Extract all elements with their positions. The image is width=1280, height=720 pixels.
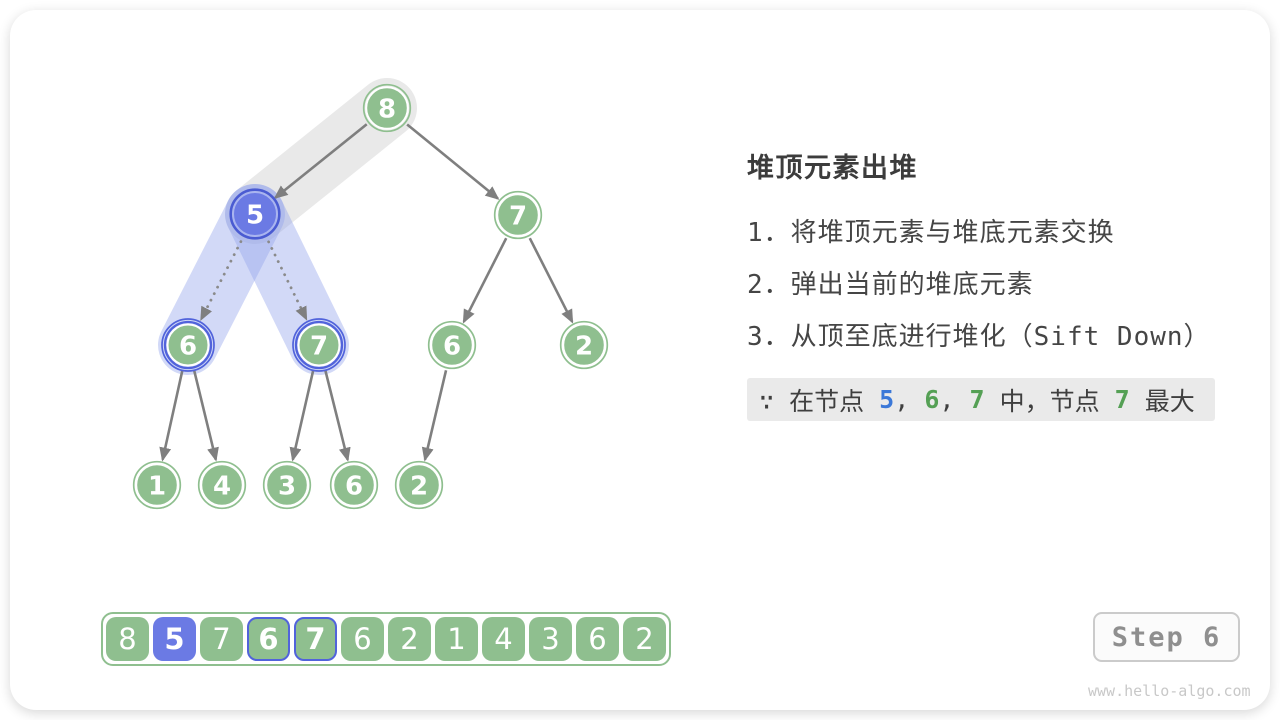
tree-node-9: 3 bbox=[262, 460, 312, 510]
array-cell-6: 2 bbox=[388, 617, 431, 661]
tree-edge bbox=[528, 237, 574, 324]
array-cell-2: 7 bbox=[200, 617, 243, 661]
array-cell-1: 5 bbox=[153, 617, 196, 661]
tree-edge bbox=[273, 123, 368, 199]
svg-text:1: 1 bbox=[148, 471, 166, 501]
note-number: 6 bbox=[924, 385, 940, 414]
tree-node-2: 7 bbox=[493, 190, 543, 240]
svg-text:6: 6 bbox=[443, 331, 461, 361]
tree-node-6: 2 bbox=[559, 320, 609, 370]
svg-text:6: 6 bbox=[179, 331, 197, 361]
array-cell-7: 1 bbox=[435, 617, 478, 661]
tree-edge bbox=[289, 370, 315, 462]
svg-text:8: 8 bbox=[378, 94, 396, 124]
tree-edge bbox=[462, 237, 508, 324]
tree-node-10: 6 bbox=[329, 460, 379, 510]
svg-text:5: 5 bbox=[246, 200, 264, 230]
tree-edge bbox=[324, 369, 351, 462]
step-badge: Step 6 bbox=[1093, 612, 1240, 662]
tree-node-11: 2 bbox=[394, 460, 444, 510]
note-box: ∵ 在节点 5, 6, 7 中，节点 7 最大 bbox=[747, 378, 1215, 421]
note-text: 最大 bbox=[1129, 386, 1195, 416]
tree-node-4: 7 bbox=[292, 318, 346, 372]
svg-text:6: 6 bbox=[345, 471, 363, 501]
step-item-2: 2．弹出当前的堆底元素 bbox=[747, 270, 1034, 300]
tree-node-1: 5 bbox=[229, 188, 281, 240]
note-number: 7 bbox=[969, 385, 985, 414]
array-cell-5: 6 bbox=[341, 617, 384, 661]
step-item-1: 1．将堆顶元素与堆底元素交换 bbox=[747, 218, 1115, 248]
svg-text:7: 7 bbox=[509, 201, 527, 231]
tree-node-3: 6 bbox=[161, 318, 215, 372]
tree-edge bbox=[159, 370, 184, 462]
tree-edge bbox=[406, 123, 500, 200]
note-number: 7 bbox=[1114, 385, 1130, 414]
array-cell-4: 7 bbox=[294, 617, 337, 661]
array-cell-0: 8 bbox=[106, 617, 149, 661]
array-cell-8: 4 bbox=[482, 617, 525, 661]
note-text: ∵ 在节点 bbox=[759, 386, 880, 416]
page-title: 堆顶元素出堆 bbox=[747, 153, 918, 184]
svg-text:7: 7 bbox=[310, 331, 328, 361]
note-text: 中，节点 bbox=[984, 386, 1115, 416]
svg-text:2: 2 bbox=[575, 331, 593, 361]
tree-node-5: 6 bbox=[427, 320, 477, 370]
tree-node-0: 8 bbox=[362, 83, 412, 133]
tree-edge-dotted bbox=[267, 240, 308, 321]
watermark: www.hello-algo.com bbox=[1088, 682, 1251, 700]
array-cell-11: 2 bbox=[623, 617, 666, 661]
tree-node-7: 1 bbox=[132, 460, 182, 510]
tree-edge-dotted bbox=[199, 240, 243, 321]
note-text: , bbox=[939, 385, 970, 414]
step-item-3: 3．从顶至底进行堆化（Sift Down） bbox=[747, 322, 1211, 352]
note-text: , bbox=[894, 385, 925, 414]
heap-tree-diagram: 8 5 7 6 7 6 2 bbox=[132, 78, 609, 510]
tree-edge bbox=[192, 369, 219, 462]
note-number: 5 bbox=[879, 385, 895, 414]
array-cell-3: 6 bbox=[247, 617, 290, 661]
array-cell-9: 3 bbox=[529, 617, 572, 661]
svg-text:2: 2 bbox=[410, 471, 428, 501]
figure-card: 8 5 7 6 7 6 2 bbox=[10, 10, 1270, 710]
steps-list: 1．将堆顶元素与堆底元素交换 2．弹出当前的堆底元素 3．从顶至底进行堆化（Sift… bbox=[747, 217, 1211, 373]
svg-text:3: 3 bbox=[278, 471, 296, 501]
tree-node-8: 4 bbox=[197, 460, 247, 510]
array-cell-10: 6 bbox=[576, 617, 619, 661]
svg-text:4: 4 bbox=[213, 471, 231, 501]
tree-edge bbox=[421, 370, 448, 462]
